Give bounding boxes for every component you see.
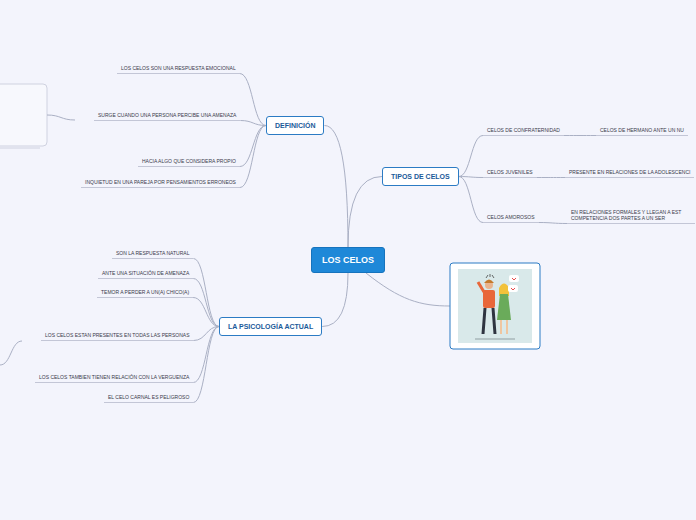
branch-connector	[193, 298, 219, 327]
branch-connector	[539, 223, 567, 224]
subtopic: LOS CELOS TAMBIEN TIENEN RELACIÓN CON LA…	[35, 374, 193, 383]
subtopic: PRESENTE EN RELACIONES DE LA ADOLESCENCI	[565, 169, 694, 178]
image-topic	[450, 263, 540, 349]
subtopic: CELOS AMOROSOS	[483, 214, 539, 223]
main-topic: DEFINICIÓN	[266, 116, 324, 135]
topic-text: LA PSICOLOGÍA ACTUAL	[228, 323, 313, 330]
topic-text: INQUIETUD EN UNA PAREJA POR PENSAMIENTOS…	[85, 179, 236, 185]
subtopic: CELOS DE CONFRATERNIDAD	[483, 127, 564, 136]
branch-connector	[459, 177, 483, 223]
branch-connector	[193, 259, 219, 327]
topic-text: EN RELACIONES FORMALES Y LLEGAN A EST CO…	[571, 209, 691, 221]
topic-text: PRESENTE EN RELACIONES DE LA ADOLESCENCI	[569, 169, 690, 175]
topic-text: CELOS DE HERMANO ANTE UN NU	[600, 127, 684, 133]
subtopic: INQUIETUD EN UNA PAREJA POR PENSAMIENTOS…	[81, 179, 240, 188]
topic-text: DEFINICIÓN	[275, 122, 315, 129]
subtopic: CELOS DE HERMANO ANTE UN NU	[596, 127, 688, 136]
subtopic: EL CELO CARNAL ES PELIGROSO	[104, 394, 193, 403]
subtopic: HACIA ALGO QUE CONSIDERA PROPIO	[138, 158, 240, 167]
topic-text: HACIA ALGO QUE CONSIDERA PROPIO	[142, 158, 236, 164]
subtopic: SURGE CUANDO UNA PERSONA PERCIBE UNA AME…	[94, 112, 240, 121]
branch-connector	[193, 279, 219, 327]
branch-connector	[240, 126, 266, 167]
leader-line	[0, 341, 22, 365]
subtopic: ANTE UNA SITUACIÓN DE AMENAZA	[98, 270, 193, 279]
leader-line	[47, 115, 75, 120]
topic-text: CELOS DE CONFRATERNIDAD	[487, 127, 560, 133]
branch-connector	[240, 126, 266, 188]
central-topic: LOS CELOS	[311, 247, 385, 273]
topic-text: TIPOS DE CELOS	[391, 173, 450, 180]
main-topic: LA PSICOLOGÍA ACTUAL	[219, 317, 322, 336]
image-connector	[366, 273, 450, 306]
topic-text: LOS CELOS ESTAN PRESENTES EN TODAS LAS P…	[45, 332, 190, 338]
topic-text: ANTE UNA SITUACIÓN DE AMENAZA	[102, 270, 189, 276]
branch-connector	[564, 135, 596, 136]
subtopic: TEMOR A PERDER A UN(A) CHICO(A)	[97, 289, 193, 298]
topic-text: SON LA RESPUESTA NATURAL	[116, 250, 189, 256]
subtopic: EN RELACIONES FORMALES Y LLEGAN A EST CO…	[567, 209, 695, 224]
branch-connector	[459, 136, 483, 177]
branch-connector	[240, 121, 266, 126]
branch-connector	[193, 327, 219, 403]
subtopic: SON LA RESPUESTA NATURAL	[112, 250, 193, 259]
topic-text: CELOS JUVENILES	[487, 169, 533, 175]
topic-text: LOS CELOS	[322, 255, 374, 265]
branch-connector	[348, 177, 382, 248]
topic-text: LOS CELOS SON UNA RESPUESTA EMOCIONAL	[121, 65, 236, 71]
topic-text: SURGE CUANDO UNA PERSONA PERCIBE UNA AME…	[98, 112, 236, 118]
branch-connector	[459, 177, 483, 178]
topic-text: LOS CELOS TAMBIEN TIENEN RELACIÓN CON LA…	[39, 374, 189, 380]
subtopic: LOS CELOS ESTAN PRESENTES EN TODAS LAS P…	[41, 332, 194, 341]
topic-text: CELOS AMOROSOS	[487, 214, 535, 220]
subtopic: LOS CELOS SON UNA RESPUESTA EMOCIONAL	[117, 65, 240, 74]
empty-topic	[0, 84, 47, 146]
branch-connector	[322, 273, 348, 327]
topic-text: EL CELO CARNAL ES PELIGROSO	[108, 394, 189, 400]
branch-connector	[240, 74, 266, 126]
branch-connector	[193, 327, 219, 383]
branch-connector	[324, 126, 348, 248]
branch-connector	[537, 177, 565, 178]
leader-line	[0, 148, 40, 149]
subtopic: CELOS JUVENILES	[483, 169, 537, 178]
main-topic: TIPOS DE CELOS	[382, 167, 459, 186]
topic-text: TEMOR A PERDER A UN(A) CHICO(A)	[101, 289, 189, 295]
